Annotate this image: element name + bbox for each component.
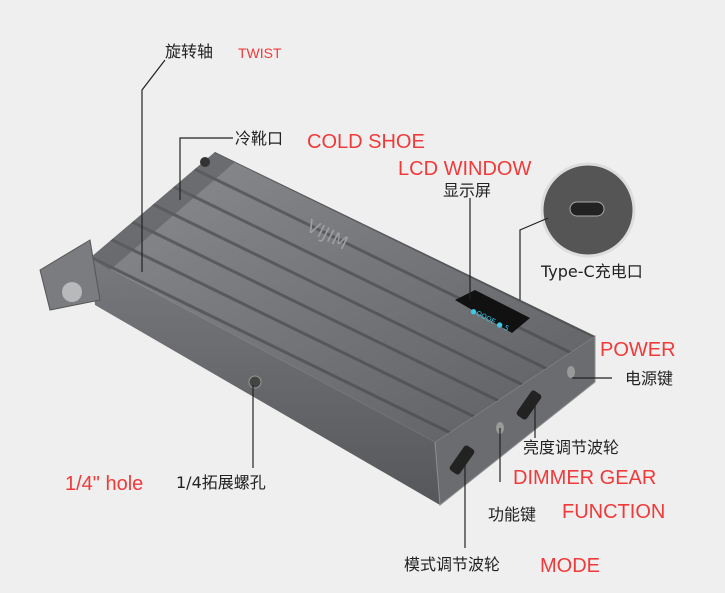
label-dimmer-en: DIMMER GEAR (513, 467, 657, 489)
cold-shoe-screw (200, 157, 210, 167)
twist-knob-ring (62, 282, 82, 302)
label-hole-cn: 1/4拓展螺孔 (176, 473, 266, 492)
lcd-window (455, 290, 530, 333)
dimmer-gear (516, 390, 542, 420)
twist-knob (39, 239, 101, 311)
label-lcd-cn: 显示屏 (443, 181, 492, 200)
device-side-face (90, 258, 440, 505)
label-power-cn: 电源键 (625, 369, 674, 388)
label-cold-shoe-cn: 冷靴口 (235, 129, 284, 148)
label-twist-cn: 旋转轴 (165, 42, 214, 61)
typec-port (569, 201, 605, 217)
twist-head (90, 152, 235, 270)
label-typec-cn: Type-C充电口 (541, 262, 643, 281)
label-lcd-en: LCD WINDOW (398, 158, 532, 180)
label-function-en: FUNCTION (562, 501, 666, 523)
mode-gear (449, 445, 475, 475)
label-function-cn: 功能键 (488, 505, 537, 524)
label-power-en: POWER (600, 339, 676, 361)
power-button (567, 366, 575, 378)
quarter-inch-hole (248, 375, 262, 389)
label-mode-cn: 模式调节波轮 (404, 555, 501, 574)
label-cold-shoe-en: COLD SHOE (307, 131, 425, 153)
label-twist-en: TWIST (238, 45, 282, 61)
leader-lines (141, 59, 612, 548)
label-hole-en: 1/4" hole (65, 473, 144, 495)
label-dimmer-cn: 亮度调节波轮 (523, 438, 620, 457)
label-mode-en: MODE (540, 555, 600, 577)
device-front-face (434, 335, 596, 506)
